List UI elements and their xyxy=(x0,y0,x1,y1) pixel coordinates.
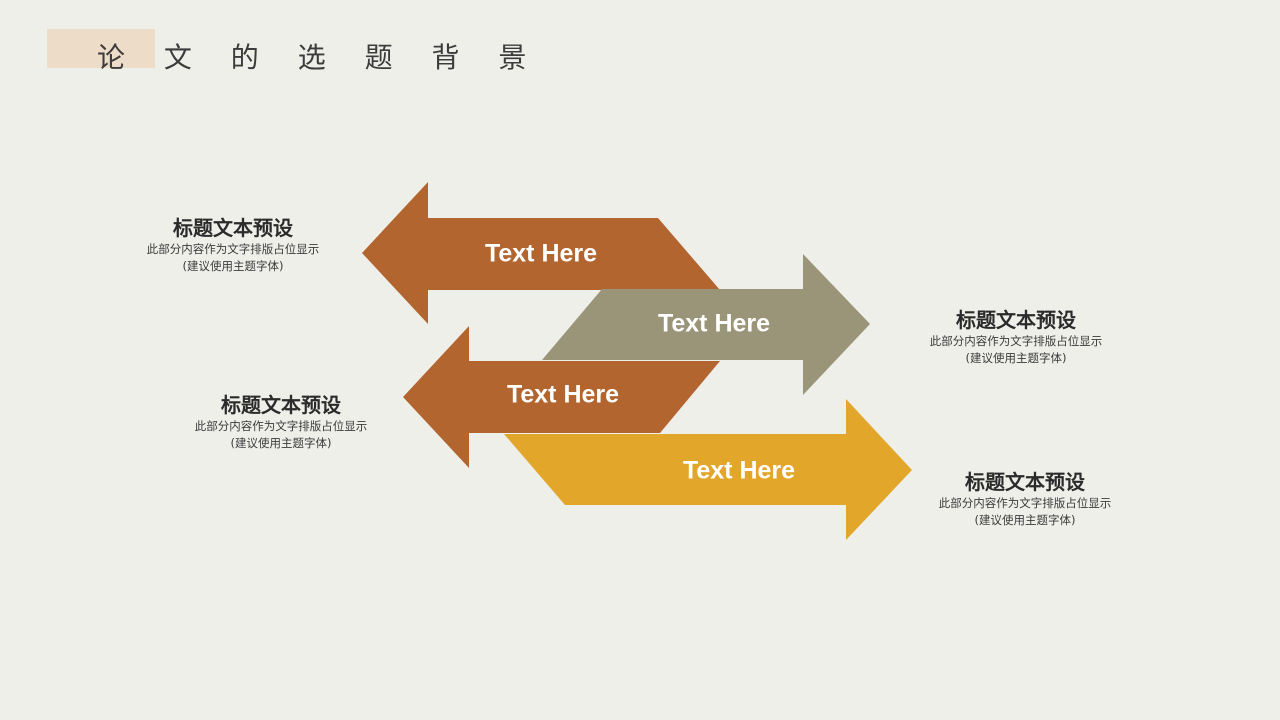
description-heading: 标题文本预设 xyxy=(221,393,341,417)
description-note: (建议使用主题字体) xyxy=(974,513,1076,527)
arrow-1-left xyxy=(362,182,720,324)
description-block-3: 标题文本预设 此部分内容作为文字排版占位显示 (建议使用主题字体) xyxy=(195,392,368,452)
description-block-1: 标题文本预设 此部分内容作为文字排版占位显示 (建议使用主题字体) xyxy=(147,215,320,275)
description-text: 此部分内容作为文字排版占位显示 xyxy=(929,334,1103,348)
description-note: (建议使用主题字体) xyxy=(182,259,284,273)
description-heading: 标题文本预设 xyxy=(965,470,1085,494)
arrow-4-right xyxy=(504,399,912,540)
arrow-2-label: Text Here xyxy=(657,309,771,338)
arrow-2-right xyxy=(542,254,870,395)
description-heading: 标题文本预设 xyxy=(956,308,1076,332)
description-block-2: 标题文本预设 此部分内容作为文字排版占位显示 (建议使用主题字体) xyxy=(930,307,1103,367)
page-title: 论 文 的 选 题 背 景 xyxy=(97,41,542,74)
description-note: (建议使用主题字体) xyxy=(230,436,332,450)
arrow-3-label: Text Here xyxy=(506,380,620,409)
description-text: 此部分内容作为文字排版占位显示 xyxy=(938,496,1112,510)
description-text: 此部分内容作为文字排版占位显示 xyxy=(194,419,368,433)
arrow-1-label: Text Here xyxy=(484,239,598,268)
arrow-3-left xyxy=(403,326,720,468)
title-accent-block xyxy=(47,29,155,68)
description-block-4: 标题文本预设 此部分内容作为文字排版占位显示 (建议使用主题字体) xyxy=(939,469,1112,529)
description-text: 此部分内容作为文字排版占位显示 xyxy=(146,242,320,256)
arrow-4-label: Text Here xyxy=(682,456,796,485)
description-note: (建议使用主题字体) xyxy=(965,351,1067,365)
description-heading: 标题文本预设 xyxy=(173,216,293,240)
